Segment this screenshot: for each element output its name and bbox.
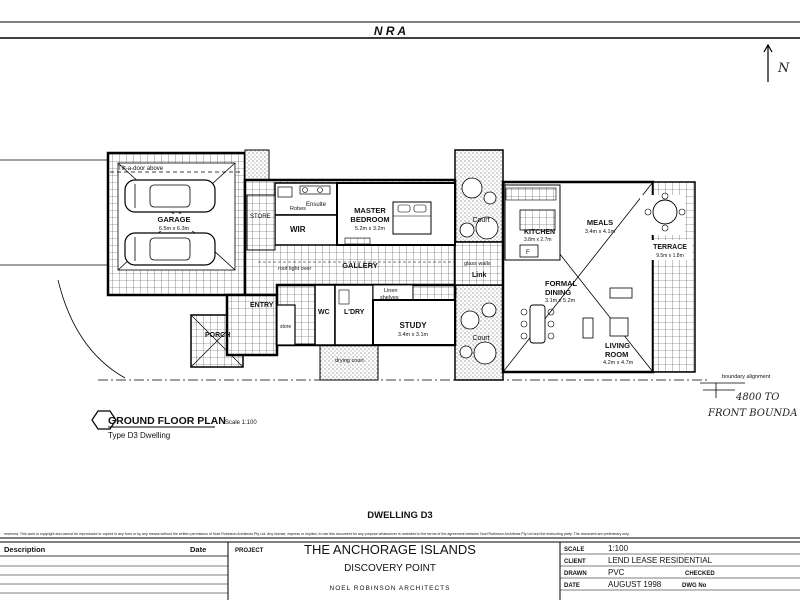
copyright-note: reserved. This work is copyright and can… <box>4 532 630 536</box>
store-label: STORE <box>250 214 271 220</box>
north-arrow-icon: N <box>763 43 790 82</box>
nra-label: N R A <box>374 24 406 38</box>
master-dim: 5.2m x 3.2m <box>355 226 386 232</box>
terrace-label: TERRACE <box>653 244 687 251</box>
car-icon <box>124 232 216 266</box>
tilt-door-label: Tilt-a-door above <box>118 166 164 172</box>
plan-title-block: GROUND FLOOR PLAN Scale 1:100 Type D3 Dw… <box>91 410 257 440</box>
dwelling-title: DWELLING D3 <box>367 510 432 521</box>
terrace-dim: 9.5m x 1.8m <box>656 253 684 259</box>
formal-label: FORMAL <box>545 279 577 288</box>
drawn-value: PVC <box>608 568 625 577</box>
court-label-bottom: Court <box>472 335 489 342</box>
glass-walls-label: glass walls <box>464 261 491 267</box>
kitchen-dim: 3.8m x 2.7m <box>524 237 552 243</box>
link-label: Link <box>472 272 486 279</box>
drying-court <box>319 344 379 381</box>
meals-label: MEALS <box>587 218 613 227</box>
project-sub: DISCOVERY POINT <box>344 563 436 574</box>
scale-label: SCALE <box>564 547 584 553</box>
garage-label: GARAGE <box>158 215 191 224</box>
court-label-top: Court <box>472 217 489 224</box>
project-name: THE ANCHORAGE ISLANDS <box>304 542 476 557</box>
dining-label: DINING <box>545 288 571 297</box>
plan-subtitle: Type D3 Dwelling <box>108 431 170 440</box>
drawn-label: DRAWN <box>564 571 587 577</box>
court-bottom <box>454 284 504 381</box>
store-room <box>246 194 276 251</box>
study-dim: 3.4m x 3.1m <box>398 332 429 338</box>
master-label: MASTER <box>354 206 386 215</box>
living-label: LIVING <box>605 341 630 350</box>
bedroom-label: BEDROOM <box>350 215 389 224</box>
ensuite-label: Ensuite <box>306 202 327 208</box>
client-label: CLIENT <box>564 559 586 565</box>
checked-label: CHECKED <box>685 571 715 577</box>
north-label: N <box>777 61 790 76</box>
gallery-label: GALLERY <box>342 261 378 270</box>
roof-light-label: roof light over <box>278 266 311 272</box>
terrace: TERRACE 9.5m x 1.8m <box>640 181 696 373</box>
garage: Tilt-a-door above GARAGE 6.5m x 6.3m <box>106 151 247 297</box>
service-rooms: WC L'DRY Linen shelves STUDY 3.4m x 3.1m… <box>314 284 456 364</box>
date-value: AUGUST 1998 <box>608 580 662 589</box>
shelves-label: shelves <box>380 295 399 301</box>
scale-value: 1:100 <box>608 544 629 553</box>
architect-name: NOEL ROBINSON ARCHITECTS <box>330 585 451 592</box>
wc-label: WC <box>318 309 330 316</box>
project-label: PROJECT <box>235 548 264 554</box>
fridge-label: F <box>526 250 530 256</box>
store-small-label: store <box>280 324 291 330</box>
entry-label: ENTRY <box>250 302 274 309</box>
title-block: Description Date PROJECT THE ANCHORAGE I… <box>0 537 800 600</box>
boundary-label: boundary alignment <box>722 374 771 380</box>
site-lines <box>0 159 708 381</box>
handwritten-note-1: 4800 TO <box>735 392 780 403</box>
porch-label: PORCH <box>205 332 230 339</box>
description-header: Description <box>4 545 46 554</box>
linen-label: Linen <box>384 288 397 294</box>
living-dim: 4.2m x 4.7m <box>603 360 634 366</box>
client-value: LEND LEASE RESIDENTIAL <box>608 556 713 565</box>
plan-title: GROUND FLOOR PLAN <box>108 415 226 427</box>
planter-hatch <box>244 149 270 181</box>
wir-label: WIR <box>290 225 306 234</box>
east-wing: F KITCHEN 3.8m x 2.7m MEALS 3.4m x 4.1m … <box>501 180 655 374</box>
garage-dim: 6.5m x 6.3m <box>159 226 190 232</box>
meals-dim: 3.4m x 4.1m <box>585 229 616 235</box>
laundry-label: L'DRY <box>344 309 365 316</box>
tree-icons <box>459 177 499 365</box>
date-header: Date <box>190 545 206 554</box>
dining-dim: 3.1m x 5.2m <box>545 298 576 304</box>
date-label: DATE <box>564 583 580 589</box>
drying-court-label: drying court <box>335 358 364 364</box>
scale-note: Scale 1:100 <box>225 420 257 426</box>
dwg-label: DWG No <box>682 583 707 589</box>
room-label: ROOM <box>605 350 628 359</box>
master-suite: Robes Ensuite WIR MASTER BEDROOM 5.2m x … <box>274 182 456 246</box>
car-icon <box>124 179 216 213</box>
robes-label: Robes <box>290 206 306 212</box>
handwritten-note-2: FRONT BOUNDA <box>707 408 797 419</box>
header-bar: N R A <box>0 21 800 39</box>
study-label: STUDY <box>399 321 427 330</box>
kitchen-label: KITCHEN <box>524 229 555 236</box>
